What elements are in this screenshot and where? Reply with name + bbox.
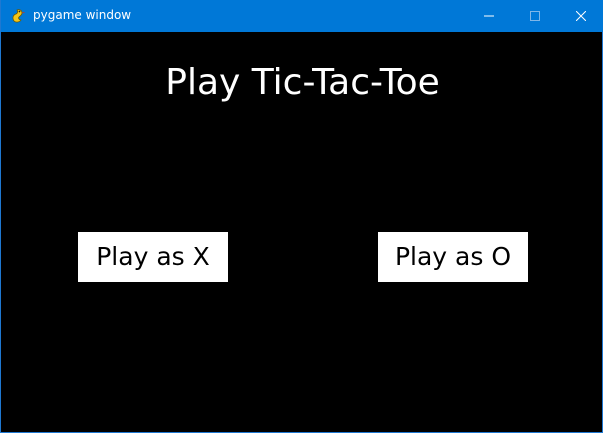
game-title: Play Tic-Tac-Toe [165,62,440,103]
maximize-icon [530,11,540,21]
close-button[interactable] [558,0,603,32]
play-as-x-button[interactable]: Play as X [78,232,228,282]
minimize-button[interactable] [466,0,512,32]
title-bar[interactable]: pygame window [1,0,603,32]
play-as-o-button[interactable]: Play as O [378,232,528,282]
pygame-snake-icon [10,7,27,24]
minimize-icon [484,15,494,17]
close-icon [576,11,586,21]
window-title: pygame window [33,8,132,22]
maximize-button[interactable] [512,0,558,32]
